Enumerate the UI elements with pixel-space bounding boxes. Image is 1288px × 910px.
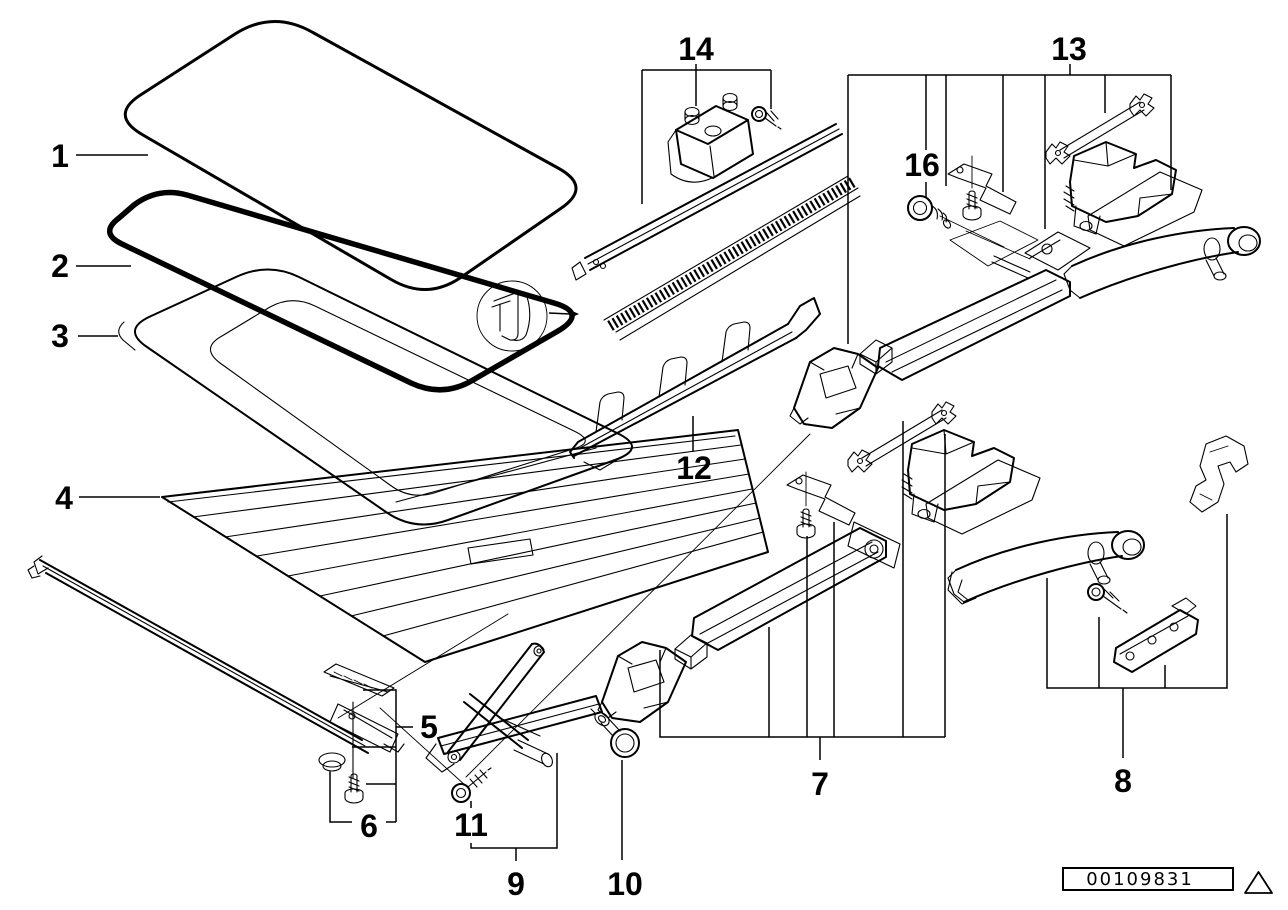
seal-detail-callout	[476, 280, 579, 352]
guide-rail-assembly	[571, 92, 861, 341]
seal-strip-hatch	[607, 177, 856, 331]
callout-10[interactable]: 10	[607, 760, 643, 902]
callout-4-label[interactable]: 4	[55, 480, 73, 516]
callout-4[interactable]: 4	[55, 480, 160, 516]
callout-13[interactable]: 13	[847, 31, 1172, 344]
callout-6-label[interactable]: 6	[360, 808, 378, 844]
warning-triangle-icon	[1244, 871, 1273, 894]
detail-arrowhead	[570, 310, 579, 318]
front-rail-assembly	[27, 555, 405, 754]
drive-assembly-rear	[789, 94, 1261, 429]
callout-14-leader	[641, 64, 772, 204]
part-number: 00109831	[1086, 869, 1194, 890]
callout-5-label[interactable]: 5	[420, 709, 438, 745]
part-number-frame	[1062, 867, 1234, 891]
callout-12[interactable]: 12	[676, 416, 712, 486]
mount-block	[1113, 597, 1199, 673]
link-strip-front	[786, 474, 856, 526]
mounting-kit-rear	[947, 435, 1249, 673]
cable-bridge-rear	[1046, 94, 1154, 164]
callout-9-leader	[470, 753, 558, 861]
ghost-outline	[939, 215, 1039, 267]
glass-seal	[107, 189, 575, 393]
callout-14-label[interactable]: 14	[678, 31, 714, 67]
part-number-box: 00109831	[1062, 867, 1234, 891]
lifting-lever	[425, 642, 603, 773]
seal-grommet	[907, 195, 952, 229]
callout-14[interactable]: 14	[641, 31, 772, 204]
callout-12-label[interactable]: 12	[676, 450, 712, 486]
callout-10-label[interactable]: 10	[607, 866, 643, 902]
lift-mechanism-front	[901, 429, 1041, 535]
arm-rear-lower	[947, 530, 1145, 603]
callout-7[interactable]: 7	[659, 421, 946, 802]
callout-5[interactable]: 5	[352, 689, 438, 822]
callout-9-label[interactable]: 9	[507, 866, 525, 902]
callout-9[interactable]: 9	[470, 753, 558, 902]
callout-16-label[interactable]: 16	[904, 147, 940, 183]
detail-arrow	[548, 312, 571, 315]
tube-screw-front	[796, 508, 816, 539]
lift-mechanism-rear	[1063, 141, 1203, 247]
callout-1[interactable]: 1	[51, 138, 148, 174]
callout-7-leader	[659, 421, 946, 760]
headliner-panel	[161, 429, 769, 663]
glass-panel	[123, 20, 578, 291]
cable-bridge-front	[848, 402, 956, 472]
pivot-bolt	[590, 708, 640, 758]
callout-8-label[interactable]: 8	[1114, 763, 1132, 799]
tube-end-cap-front	[674, 634, 708, 670]
callout-6-leader	[329, 772, 396, 823]
link-strip-rear	[947, 163, 1017, 215]
callout-6[interactable]: 6	[329, 772, 396, 844]
callout-1-label[interactable]: 1	[51, 138, 69, 174]
callout-13-label[interactable]: 13	[1051, 31, 1087, 67]
callout-13-leader	[847, 64, 1172, 344]
roof-frame	[118, 268, 633, 526]
mount-clip	[1189, 435, 1249, 513]
wind-deflector-arm-rear	[1063, 226, 1261, 299]
guide-shoe-front	[597, 641, 687, 723]
callout-7-label[interactable]: 7	[811, 766, 829, 802]
lever-screw	[451, 767, 492, 803]
tube-screw-rear	[962, 190, 982, 221]
callout-8[interactable]: 8	[1046, 514, 1228, 799]
callout-5-leader	[352, 689, 413, 822]
callout-2[interactable]: 2	[51, 248, 131, 284]
callout-11-label[interactable]: 11	[454, 807, 488, 843]
callout-11[interactable]: 11	[454, 807, 488, 843]
cable-tube-front-assembly	[597, 402, 1041, 723]
water-channel	[569, 297, 821, 471]
guide-shoe-rear	[789, 347, 879, 429]
callout-3-label[interactable]: 3	[51, 318, 69, 354]
callout-8-leader	[1046, 514, 1228, 758]
callout-3[interactable]: 3	[51, 318, 118, 354]
hinge-plate	[991, 231, 1091, 279]
callout-2-label[interactable]: 2	[51, 248, 69, 284]
callout-16[interactable]: 16	[904, 147, 940, 198]
mount-screw	[1087, 583, 1128, 614]
assembly-axis-lines	[337, 155, 973, 787]
